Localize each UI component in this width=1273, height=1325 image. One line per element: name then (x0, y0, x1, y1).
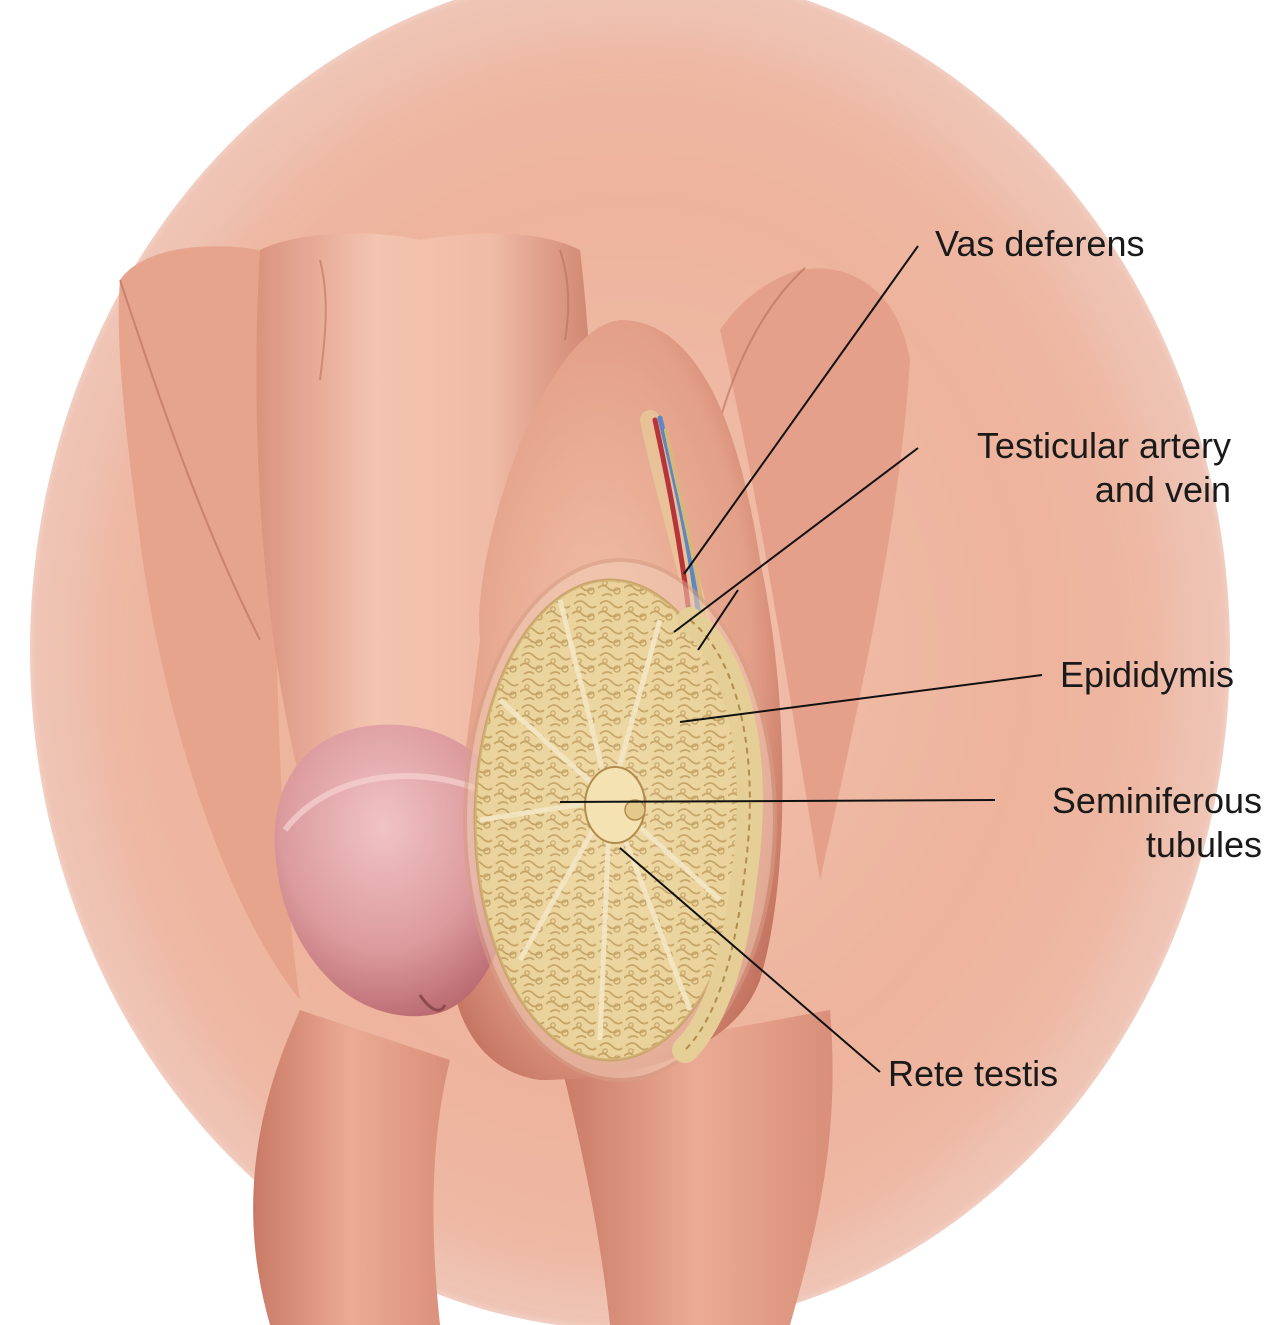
seminiferous-text-line2: tubules (1000, 823, 1262, 867)
vas-deferens-text: Vas deferens (935, 222, 1144, 266)
label-epididymis: Epididymis (1060, 653, 1234, 697)
label-vas-deferens: Vas deferens (935, 222, 1144, 266)
seminiferous-text-line1: Seminiferous (1000, 779, 1262, 823)
left-thigh (253, 1010, 450, 1325)
rete-testis-text: Rete testis (888, 1052, 1058, 1096)
label-rete-testis: Rete testis (888, 1052, 1058, 1096)
label-seminiferous-tubules: Seminiferous tubules (1000, 779, 1262, 867)
testicular-artery-text-line2: and vein (935, 468, 1231, 512)
label-testicular-artery-and-vein: Testicular artery and vein (935, 424, 1231, 512)
epididymis-text: Epididymis (1060, 653, 1234, 697)
testicular-artery-text-line1: Testicular artery (935, 424, 1231, 468)
